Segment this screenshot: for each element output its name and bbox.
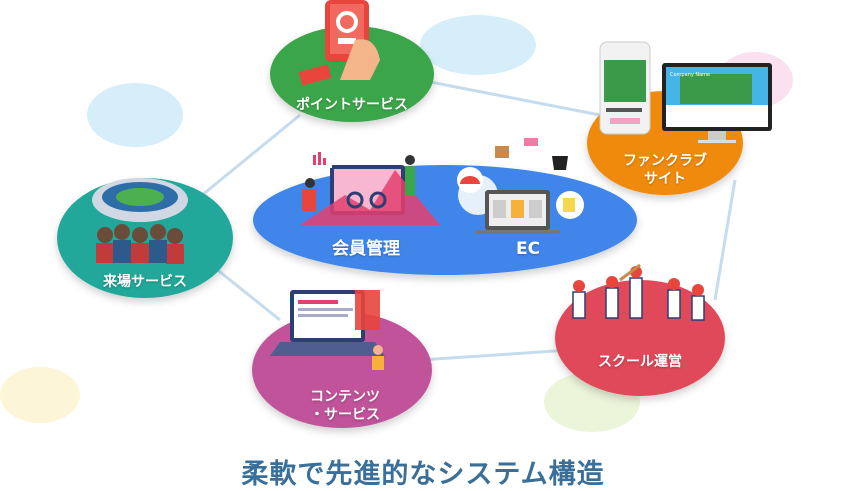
stadium-crowd-illustration	[92, 178, 188, 264]
contents-label-line2: ・サービス	[310, 407, 380, 423]
page-title: 柔軟で先進的なシステム構造	[241, 459, 605, 490]
connector-lines	[189, 78, 737, 362]
fanclub-devices-illustration: Company Name	[599, 41, 772, 143]
fanclub-label-line2: サイト	[644, 171, 686, 187]
decor-circle	[420, 15, 536, 75]
contents-label-line1: コンテンツ	[310, 389, 380, 405]
ec-illustration	[457, 130, 584, 234]
decor-circle	[0, 367, 80, 423]
member-management-illustration	[300, 148, 440, 225]
node-school	[555, 280, 725, 396]
venue-service-label: 来場サービス	[103, 274, 187, 290]
point-service-label: ポイントサービス	[296, 97, 408, 113]
fanclub-site-name: Company Name	[670, 72, 710, 78]
smartphone-illustration	[298, 0, 380, 86]
laptop-content-illustration	[270, 290, 385, 370]
decor-circle	[87, 83, 183, 147]
member-management-label: 会員管理	[332, 239, 400, 259]
ec-label: EC	[515, 239, 541, 259]
fanclub-label-line1: ファンクラブ	[623, 153, 707, 169]
baseball-players-illustration	[572, 263, 705, 321]
school-label: スクール運営	[598, 354, 682, 370]
